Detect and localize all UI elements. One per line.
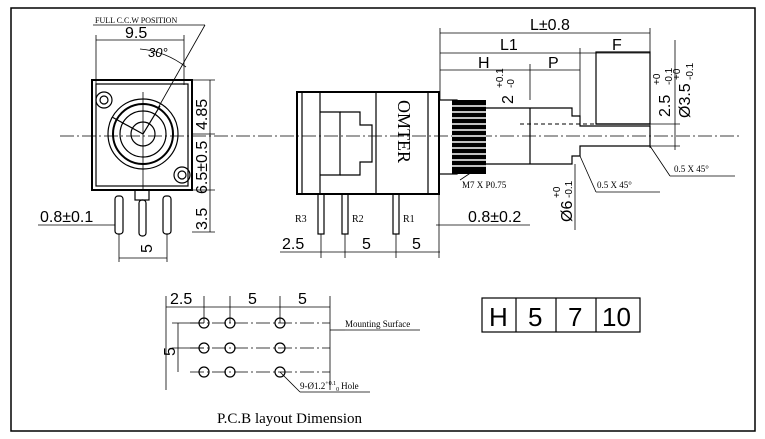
body-brand: OMTER (394, 100, 414, 163)
length-l1: L1 (500, 37, 518, 54)
chamfer-2: 0.5 X 45° (674, 164, 709, 174)
size-table: H 5 7 10 (481, 297, 641, 333)
pin-r3: R3 (295, 214, 307, 225)
svg-text:-0.1: -0.1 (664, 67, 675, 85)
pcb-dim-3: 5 (298, 291, 307, 308)
pin-r2: R2 (352, 214, 364, 225)
shoulder: 2 (500, 95, 517, 104)
ccw-callout: FULL C.C.W POSITION (95, 16, 177, 25)
shaft-dia: Ø6 (559, 201, 576, 222)
pcb-dim-vertical: 5 (162, 347, 179, 356)
width-dim: 9.5 (125, 25, 147, 42)
side-pin-width: 0.8±0.2 (468, 209, 521, 226)
svg-text:+0: +0 (672, 68, 683, 80)
svg-text:-0: -0 (506, 79, 517, 88)
side-dim-pitch-1: 5 (362, 236, 371, 253)
mounting-surface-label: Mounting Surface (345, 319, 410, 329)
length-h: H (478, 55, 490, 72)
svg-text:+0: +0 (652, 73, 663, 85)
front-pin-width: 0.8±0.1 (40, 209, 93, 226)
dim-upper: 4.85 (194, 99, 211, 130)
angle-label: 30° (148, 45, 168, 60)
front-pin-pitch: 5 (139, 244, 156, 253)
length-total: L±0.8 (530, 17, 570, 34)
side-view: L±0.8 L1 H P F OMTER M7 X P (280, 17, 735, 258)
dim-lower: 3.5 (194, 208, 211, 230)
front-view: FULL C.C.W POSITION 9.5 30° (38, 16, 215, 262)
pcb-holes (198, 317, 286, 378)
svg-text:-0.1: -0.1 (685, 62, 696, 80)
svg-text:-0.1: -0.1 (564, 180, 575, 198)
side-dim-edge: 2.5 (282, 236, 304, 253)
length-p: P (548, 55, 559, 72)
pcb-dim-1: 2.5 (170, 291, 192, 308)
table-cell-7: 7 (568, 302, 582, 332)
pcb-dim-2: 5 (248, 291, 257, 308)
svg-text:+0: +0 (552, 186, 563, 198)
table-cell-10: 10 (602, 302, 631, 332)
flat-depth: 2.5 (657, 95, 674, 117)
length-f: F (612, 37, 622, 54)
pin-r1: R1 (403, 214, 415, 225)
side-dim-pitch-2: 5 (412, 236, 421, 253)
table-cell-5: 5 (528, 302, 542, 332)
table-cell-h: H (489, 302, 508, 332)
svg-text:+0.1: +0.1 (495, 68, 506, 88)
pcb-caption: P.C.B layout Dimension (217, 411, 363, 427)
drawing-border (10, 7, 756, 432)
flat-dia: Ø3.5 (677, 83, 694, 118)
chamfer-1: 0.5 X 45° (597, 180, 632, 190)
thread-label: M7 X P0.75 (462, 180, 507, 190)
dim-middle: 6.5±0.5 (194, 141, 211, 194)
